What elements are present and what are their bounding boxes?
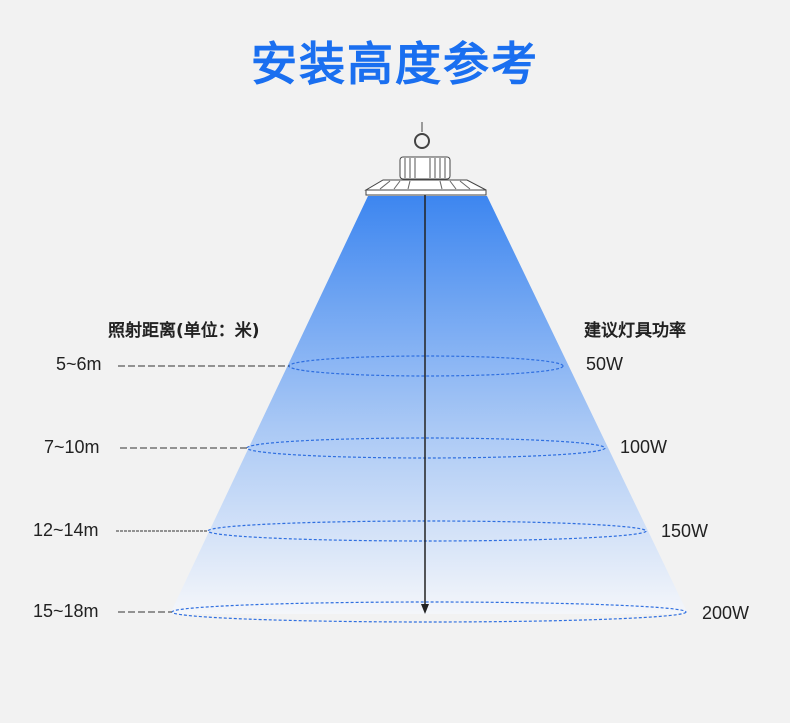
distance-header: 照射距离(单位：米) [108,321,260,341]
height-label: 5~6m [56,354,102,374]
coverage-ring-2 [246,437,606,459]
power-label: 100W [620,437,668,457]
page-title: 安装高度参考 [251,37,539,91]
height-label: 12~14m [33,520,99,540]
power-header: 建议灯具功率 [584,321,686,341]
power-label: 150W [661,521,709,541]
power-label: 200W [702,603,750,623]
light-cone [170,196,688,614]
arrow-head-icon [421,604,429,614]
height-label: 7~10m [44,437,100,457]
height-label: 15~18m [33,601,99,621]
high-bay-lamp-icon [364,122,487,196]
coverage-ring-3 [207,520,647,542]
power-label: 50W [586,354,624,374]
